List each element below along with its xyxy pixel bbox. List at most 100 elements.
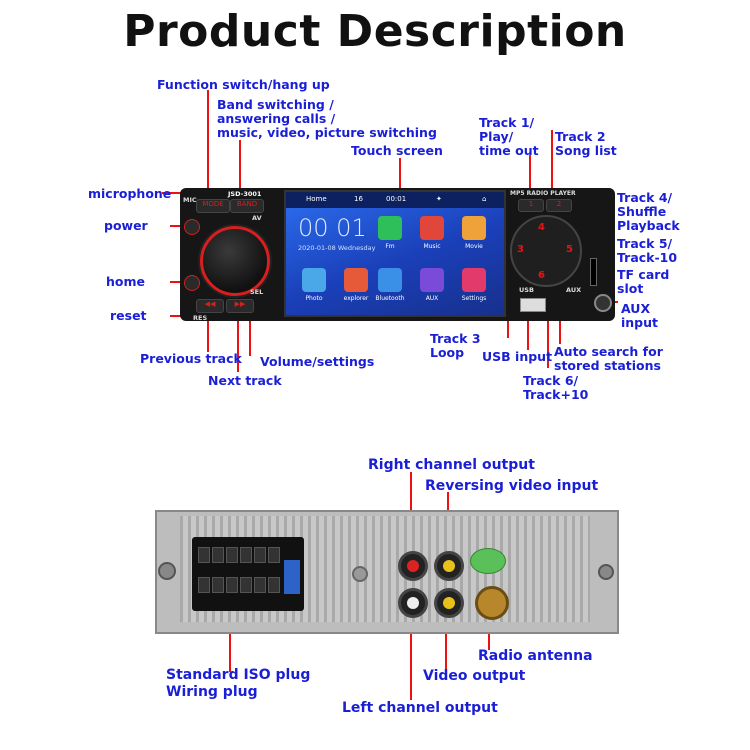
track1-label-3: time out	[479, 143, 539, 158]
next-track-button[interactable]: ▶▶	[226, 299, 254, 313]
sel-label: SEL	[250, 288, 264, 296]
track2-label-2: Song list	[555, 143, 617, 158]
reset-label: reset	[110, 308, 147, 323]
power-button[interactable]	[184, 219, 200, 235]
previous-track-label: Previous track	[140, 351, 242, 366]
usb-port[interactable]	[520, 298, 546, 312]
touch-screen[interactable]: Home 16 00:01 ✦ ⌂ 00 01 2020-01-08 Wedne…	[284, 190, 506, 317]
track2-label-1: Track 2	[555, 129, 606, 144]
band-switching-label-2: answering calls /	[217, 111, 336, 126]
next-track-label: Next track	[208, 373, 282, 388]
app-label: Movie	[465, 243, 483, 250]
app-icon-aux[interactable]	[420, 268, 444, 292]
track5-label-2: Track-10	[617, 250, 678, 265]
app-icon-fm[interactable]	[378, 216, 402, 240]
app-label: explorer	[343, 295, 369, 302]
app-icon-bluetooth[interactable]	[378, 268, 402, 292]
app-label: Bluetooth	[375, 295, 405, 302]
track-dpad[interactable]	[510, 215, 582, 287]
radio-antenna-port[interactable]	[475, 586, 509, 620]
right-channel-rca[interactable]	[398, 551, 428, 581]
auto-search-label-2: stored stations	[554, 358, 661, 373]
home-button[interactable]	[184, 275, 200, 291]
iso-pin	[268, 577, 280, 593]
iso-pin	[254, 547, 266, 563]
app-icon-music[interactable]	[420, 216, 444, 240]
iso-pin	[212, 577, 224, 593]
iso-pin	[240, 547, 252, 563]
app-icon-movie[interactable]	[462, 216, 486, 240]
iso-pin	[268, 547, 280, 563]
app-icon-photo[interactable]	[302, 268, 326, 292]
iso-pin	[226, 547, 238, 563]
usb-input-label: USB input	[482, 349, 553, 364]
band-button[interactable]: BAND	[230, 199, 264, 213]
aux-input-label-1: AUX	[621, 301, 651, 316]
track3-number: 3	[517, 244, 524, 255]
iso-clip	[284, 560, 300, 594]
track1-label-1: Track 1/	[479, 115, 535, 130]
clock: 00 01	[298, 214, 367, 242]
iso-pin	[254, 577, 266, 593]
iso-plug-label-1: Standard ISO plug	[166, 667, 311, 683]
track4-number: 4	[538, 222, 545, 233]
track4-label-1: Track 4/	[617, 190, 673, 205]
status-time: 00:01	[386, 195, 407, 203]
track5-label-1: Track 5/	[617, 236, 673, 251]
radio-antenna-label: Radio antenna	[478, 648, 593, 664]
app-label: AUX	[425, 295, 439, 302]
volume-knob[interactable]	[200, 226, 270, 296]
app-label: Settings	[461, 295, 487, 302]
usb-label: USB	[519, 286, 534, 294]
power-label: power	[104, 218, 148, 233]
app-icon-explorer[interactable]	[344, 268, 368, 292]
screw-left	[158, 562, 176, 580]
mode-button[interactable]: MODE	[196, 199, 230, 213]
right-channel-label: Right channel output	[368, 457, 535, 473]
track6-label-2: Track+10	[523, 387, 589, 402]
iso-pin	[212, 547, 224, 563]
auto-search-label-1: Auto search for	[554, 344, 663, 359]
tf-card-label-2: slot	[617, 281, 644, 296]
page-title: Product Description	[123, 6, 627, 57]
volume-settings-label: Volume/settings	[260, 354, 375, 369]
app-label: Music	[423, 243, 441, 250]
track6-label-1: Track 6/	[523, 373, 579, 388]
reversing-video-rca[interactable]	[434, 551, 464, 581]
model-label: JSD-3001	[228, 190, 262, 198]
iso-pin	[226, 577, 238, 593]
date: 2020-01-08 Wednesday	[298, 244, 376, 252]
band-switching-label-1: Band switching /	[217, 97, 334, 112]
track4-label-2: Shuffle	[617, 204, 667, 219]
home-label: home	[106, 274, 145, 289]
track1-button[interactable]: 1	[518, 199, 544, 212]
aux-label: AUX	[566, 286, 582, 294]
track3-label-2: Loop	[430, 345, 465, 360]
bluetooth-icon: ✦	[436, 195, 442, 203]
green-sticker	[470, 548, 506, 574]
iso-pin	[240, 577, 252, 593]
aux-port[interactable]	[594, 294, 612, 312]
microphone-label: microphone	[88, 186, 172, 201]
app-icon-settings[interactable]	[462, 268, 486, 292]
mic-label: MIC	[183, 196, 197, 204]
screw-middle	[352, 566, 368, 582]
track5-number: 5	[566, 244, 573, 255]
previous-track-button[interactable]: ◀◀	[196, 299, 224, 313]
tf-card-slot[interactable]	[590, 258, 597, 286]
iso-pin	[198, 547, 210, 563]
left-channel-rca[interactable]	[398, 588, 428, 618]
av-label: AV	[252, 214, 262, 222]
video-output-rca[interactable]	[434, 588, 464, 618]
aux-input-label-2: input	[621, 315, 659, 330]
app-label: Fm	[385, 243, 395, 250]
video-output-label: Video output	[423, 668, 526, 684]
function-switch-label: Function switch/hang up	[157, 77, 330, 92]
track2-button[interactable]: 2	[546, 199, 572, 212]
track6-number: 6	[538, 270, 545, 281]
home-text: Home	[306, 195, 327, 203]
tf-card-label-1: TF card	[617, 267, 670, 282]
volume-text: 16	[354, 195, 363, 203]
track3-label-1: Track 3	[430, 331, 481, 346]
